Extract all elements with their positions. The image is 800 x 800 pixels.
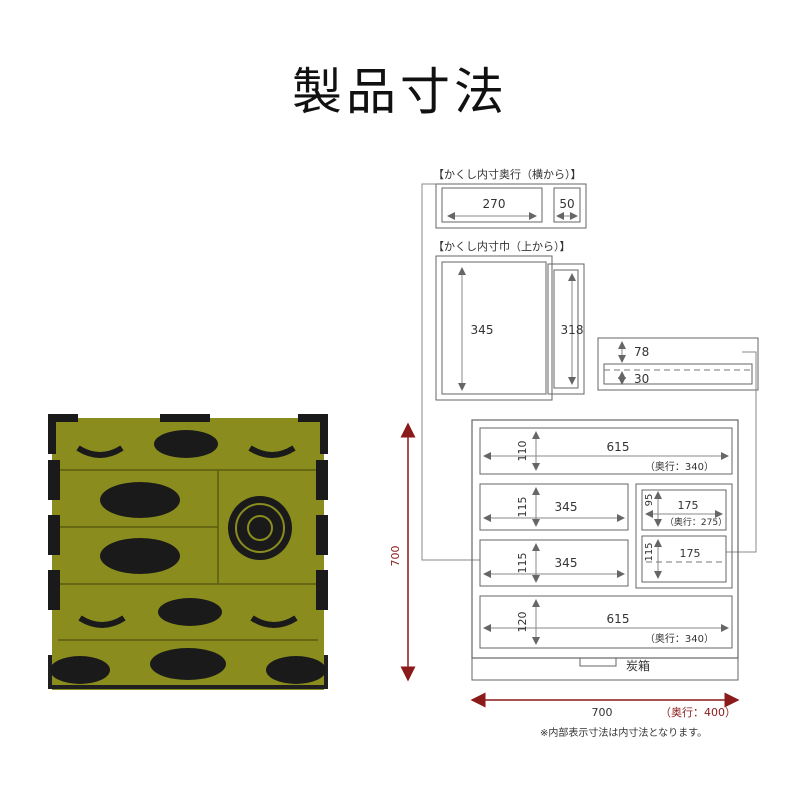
depth-main-value: 270 (483, 197, 506, 211)
note-text: ※内部表示寸法は内寸法となります。 (540, 726, 707, 739)
width-small-value: 318 (561, 323, 584, 337)
drawer-mid1-width: 345 (555, 500, 578, 514)
width-panel-label: 【かくし内寸巾（上から）】 (433, 239, 571, 253)
overall-height: 700 (389, 546, 402, 567)
side-bottom-value: 30 (634, 372, 649, 386)
drawer-top-width: 615 (607, 440, 630, 454)
page-title: 製品寸法 (292, 63, 508, 121)
depth-panel-label: 【かくし内寸奥行（横から）】 (433, 167, 582, 181)
drawer-top-height: 110 (516, 441, 529, 462)
overall-depth: （奥行：400） (660, 705, 736, 719)
charcoal-box-label: 炭箱 (626, 658, 650, 673)
drawer-top-depth: （奥行：340） (645, 460, 714, 473)
drawer-mid2-height: 115 (516, 553, 529, 574)
width-main-value: 345 (471, 323, 494, 337)
drawer-mid1-height: 115 (516, 497, 529, 518)
drawer-bottom-height: 120 (516, 612, 529, 633)
small1-height: 95 (644, 494, 655, 507)
overall-width: 700 (592, 706, 613, 719)
cabinet-photo (48, 414, 328, 690)
small2-width: 175 (680, 547, 701, 560)
small1-width: 175 (678, 499, 699, 512)
small1-depth: （奥行：275） (665, 516, 727, 528)
small2-height: 115 (644, 542, 655, 561)
depth-small-value: 50 (559, 197, 574, 211)
drawer-bottom-width: 615 (607, 612, 630, 626)
side-top-value: 78 (634, 345, 649, 359)
drawer-mid2-width: 345 (555, 556, 578, 570)
drawer-bottom-depth: （奥行：340） (645, 632, 714, 645)
